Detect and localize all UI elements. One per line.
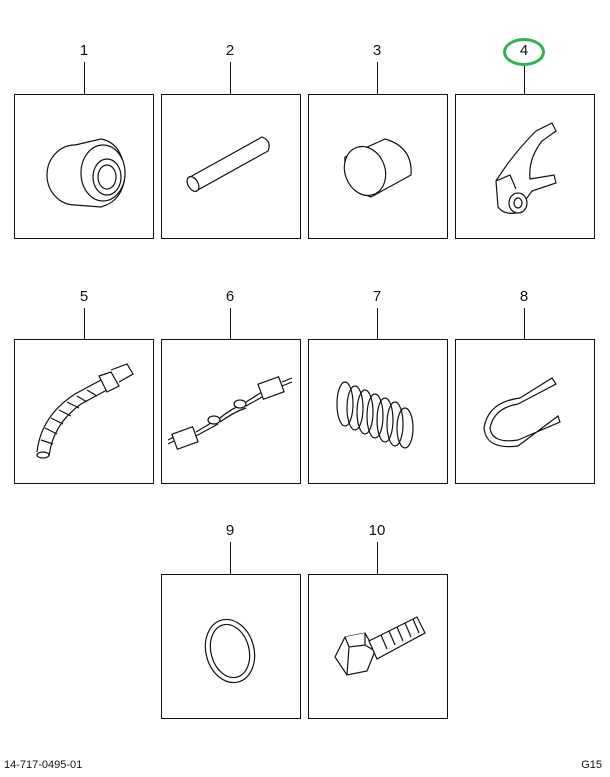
part-box-10[interactable] — [308, 574, 448, 719]
spring-icon — [336, 381, 414, 449]
part-number-9: 9 — [225, 522, 235, 539]
leader-line — [524, 308, 525, 339]
leader-line — [377, 62, 378, 94]
part-number-5: 5 — [79, 288, 89, 305]
pulley-bushing-icon — [46, 138, 126, 208]
leader-line — [377, 542, 378, 574]
leader-line — [524, 66, 525, 94]
part-number-8: 8 — [519, 288, 529, 305]
part-box-6[interactable] — [161, 339, 301, 484]
leader-line — [377, 308, 378, 339]
bracket-clamp-icon — [495, 122, 557, 214]
part-box-2[interactable] — [161, 94, 301, 239]
leader-line — [84, 308, 85, 339]
hose-icon — [36, 363, 134, 459]
part-number-7: 7 — [372, 288, 382, 305]
leader-line — [230, 308, 231, 339]
part-number-3: 3 — [372, 42, 382, 59]
page-code: G15 — [581, 759, 602, 771]
bolt-icon — [334, 616, 426, 676]
highlight-ring — [503, 38, 545, 66]
bushing-icon — [343, 138, 412, 198]
part-box-8[interactable] — [455, 339, 595, 484]
part-box-9[interactable] — [161, 574, 301, 719]
pin-icon — [186, 136, 270, 192]
part-number-10: 10 — [368, 522, 386, 539]
wiring-harness-icon — [167, 375, 293, 451]
part-number-6: 6 — [225, 288, 235, 305]
document-number: 14-717-0495-01 — [4, 759, 83, 771]
leader-line — [230, 62, 231, 94]
part-box-3[interactable] — [308, 94, 448, 239]
part-box-5[interactable] — [14, 339, 154, 484]
clamp-icon — [483, 377, 561, 448]
part-number-2: 2 — [225, 42, 235, 59]
o-ring-icon — [204, 618, 256, 684]
part-box-1[interactable] — [14, 94, 154, 239]
part-number-1: 1 — [79, 42, 89, 59]
part-box-4[interactable] — [455, 94, 595, 239]
leader-line — [84, 62, 85, 94]
part-box-7[interactable] — [308, 339, 448, 484]
part-number-4: 4 — [519, 42, 529, 59]
leader-line — [230, 542, 231, 574]
